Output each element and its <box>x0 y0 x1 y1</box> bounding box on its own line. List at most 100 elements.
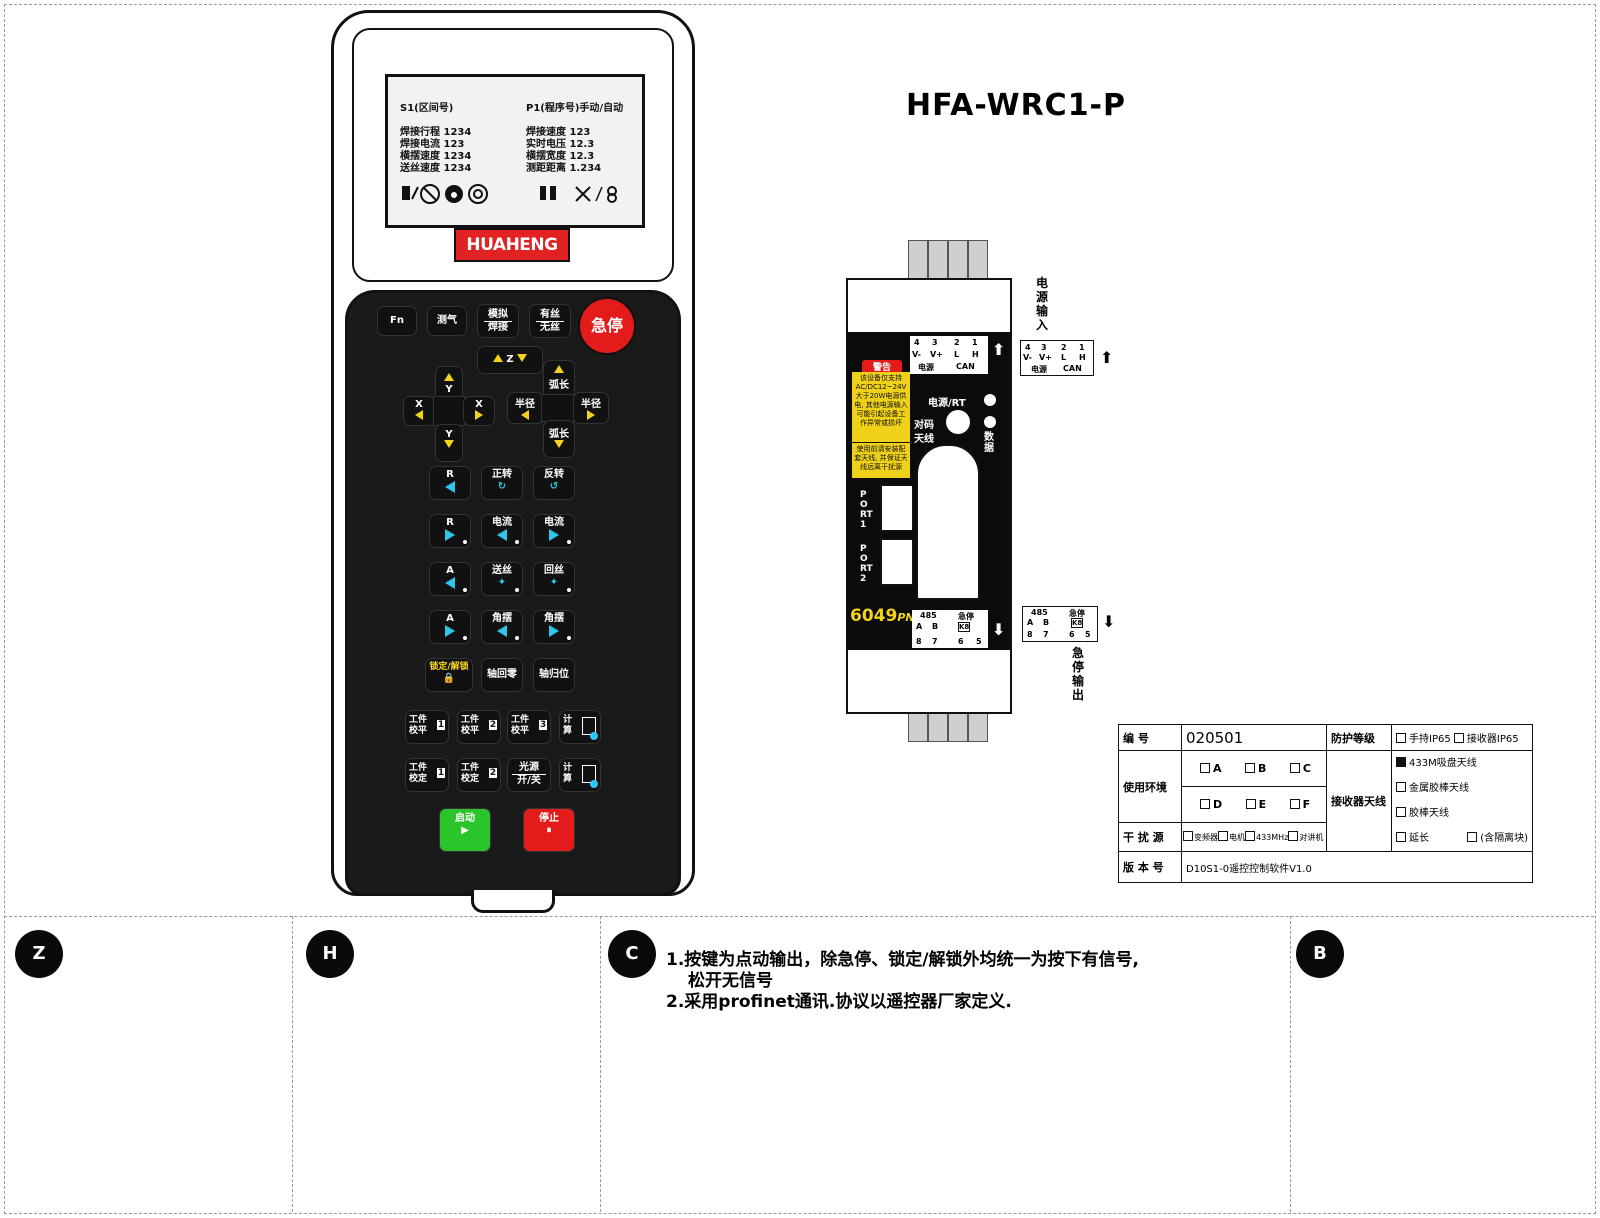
checkbox[interactable] <box>1245 831 1255 842</box>
checkbox[interactable] <box>1467 832 1478 842</box>
arc-length-minus-button[interactable]: 弧长 <box>544 421 574 457</box>
antenna-label: 接收器天线 <box>1326 750 1392 852</box>
antenna-label: 天线 <box>914 434 934 445</box>
wire-retract-icon: ✦ <box>549 577 559 588</box>
checkbox[interactable] <box>1183 831 1193 842</box>
checkbox[interactable] <box>1396 807 1406 817</box>
stop-button[interactable]: 停止⏸ <box>524 809 574 851</box>
fn-button[interactable]: Fn <box>378 307 416 335</box>
simulate-weld-button[interactable]: 模拟焊接 <box>478 305 518 337</box>
xy-center <box>434 397 464 425</box>
checkbox[interactable] <box>1288 831 1299 842</box>
lcd-row: 焊接速度 123 <box>526 127 591 138</box>
forward-rotate-button[interactable]: 正转↻ <box>482 467 522 499</box>
lock-icon: 🔒 <box>442 673 456 684</box>
handheld-remote: S1(区间号) P1(程序号)手动/自动 焊接行程 1234 焊接电流 123 … <box>331 10 695 913</box>
environment-options-row1: A B C <box>1181 749 1327 788</box>
note-1-continued: 松开无信号 <box>688 971 773 991</box>
estop-output-label: 急停输出 <box>1072 646 1085 702</box>
checkbox[interactable] <box>1245 799 1256 810</box>
axis-zero-button[interactable]: 轴回零 <box>482 659 522 691</box>
current-plus-button[interactable]: 电流 <box>534 515 574 547</box>
port1-jack[interactable] <box>880 484 914 532</box>
gas-test-button[interactable]: 测气 <box>428 307 466 335</box>
port2-label: PORT2 <box>860 544 873 584</box>
angle-swing-plus-button[interactable]: 角摆 <box>534 611 574 643</box>
radius-minus-button[interactable]: 半径 <box>508 393 542 423</box>
axis-home-button[interactable]: 轴归位 <box>534 659 574 691</box>
wire-feed-button[interactable]: 送丝✦ <box>482 563 522 595</box>
zone-divider <box>4 916 1594 917</box>
x-plus-button[interactable]: X <box>464 397 494 425</box>
checkbox[interactable] <box>1453 733 1464 743</box>
angle-swing-minus-button[interactable]: 角摆 <box>482 611 522 643</box>
lock-unlock-button[interactable]: 锁定/解锁🔒 <box>426 659 472 691</box>
brand-logo: HUAHENG <box>454 228 570 262</box>
down-arrow-icon <box>444 440 454 448</box>
keypad: Fn 测气 模拟焊接 有丝无丝 急停 Z Y X X Y 弧长 半径 半径 弧长… <box>345 290 681 896</box>
checkbox[interactable] <box>1396 757 1406 767</box>
power-led <box>984 394 996 406</box>
reverse-rotate-button[interactable]: 反转↺ <box>534 467 574 499</box>
checkbox[interactable] <box>1218 831 1228 842</box>
y-minus-button[interactable]: Y <box>436 425 462 461</box>
arc-length-plus-button[interactable]: 弧长 <box>544 361 574 397</box>
rotate-ccw-icon: ↺ <box>549 481 559 492</box>
radius-plus-button[interactable]: 半径 <box>574 393 608 423</box>
z-axis-button[interactable]: Z <box>478 347 542 373</box>
up-arrow-icon <box>554 365 564 373</box>
r-minus-button[interactable]: R <box>430 467 470 499</box>
zone-marker-z: Z <box>15 930 63 978</box>
wire-feed-icon: ✦ <box>497 577 507 588</box>
checkbox[interactable] <box>1200 763 1210 774</box>
interference-label: 干 扰 源 <box>1118 822 1182 852</box>
checkbox[interactable] <box>1396 782 1406 792</box>
model-title: HFA-WRC1-P <box>906 88 1126 123</box>
terminal-block <box>948 240 968 280</box>
a-plus-button[interactable]: A <box>430 611 470 643</box>
checkbox[interactable] <box>1396 733 1406 743</box>
down-arrow-icon: ⬇ <box>992 620 1006 639</box>
pause-icon: ⏸ <box>546 825 552 836</box>
pair-label: 对码 <box>914 420 934 431</box>
checkbox[interactable] <box>1289 763 1300 774</box>
zone-divider <box>1290 916 1291 1212</box>
wire-toggle-button[interactable]: 有丝无丝 <box>530 305 570 337</box>
emergency-stop-button[interactable]: 急停 <box>578 297 636 355</box>
pair-button[interactable] <box>946 410 970 434</box>
checkbox[interactable] <box>1396 832 1406 842</box>
note-2: 2.采用profinet通讯.协议以遥控器厂家定义. <box>666 992 1012 1012</box>
zone-marker-b: B <box>1296 930 1344 978</box>
start-button[interactable]: 启动▶ <box>440 809 490 851</box>
bottom-pin-labels: 485 急停 A B K8 8 7 6 5 <box>912 610 988 648</box>
lcd-row: 送丝速度 1234 <box>400 163 472 174</box>
lcd-display: S1(区间号) P1(程序号)手动/自动 焊接行程 1234 焊接电流 123 … <box>385 74 645 228</box>
checkbox[interactable] <box>1289 799 1300 810</box>
lcd-row: 焊接行程 1234 <box>400 127 472 138</box>
light-toggle-button[interactable]: 光源开/关 <box>508 759 550 791</box>
calculate-2-button[interactable]: 计 算 <box>560 759 600 791</box>
r-plus-button[interactable]: R <box>430 515 470 547</box>
warning-title: 警告 <box>862 360 902 373</box>
down-arrow-icon: ⬇ <box>1102 612 1116 631</box>
wire-retract-button[interactable]: 回丝✦ <box>534 563 574 595</box>
x-minus-button[interactable]: X <box>404 397 434 425</box>
checkbox[interactable] <box>1245 763 1256 774</box>
checkbox[interactable] <box>1200 799 1210 810</box>
a-minus-button[interactable]: A <box>430 563 470 595</box>
lcd-left-header: S1(区间号) <box>400 103 454 114</box>
version-value: D10S1-0遥控控制软件V1.0 <box>1181 851 1533 883</box>
port2-jack[interactable] <box>880 538 914 586</box>
antenna-window <box>916 444 980 600</box>
left-arrow-icon <box>521 410 529 420</box>
external-power-can-pins: 4 3 2 1 V- V+ L H 电源 CAN <box>1020 340 1094 376</box>
calculate-button[interactable]: 计 算 <box>560 711 600 743</box>
lcd-row: 焊接电流 123 <box>400 139 465 150</box>
current-minus-button[interactable]: 电流 <box>482 515 522 547</box>
